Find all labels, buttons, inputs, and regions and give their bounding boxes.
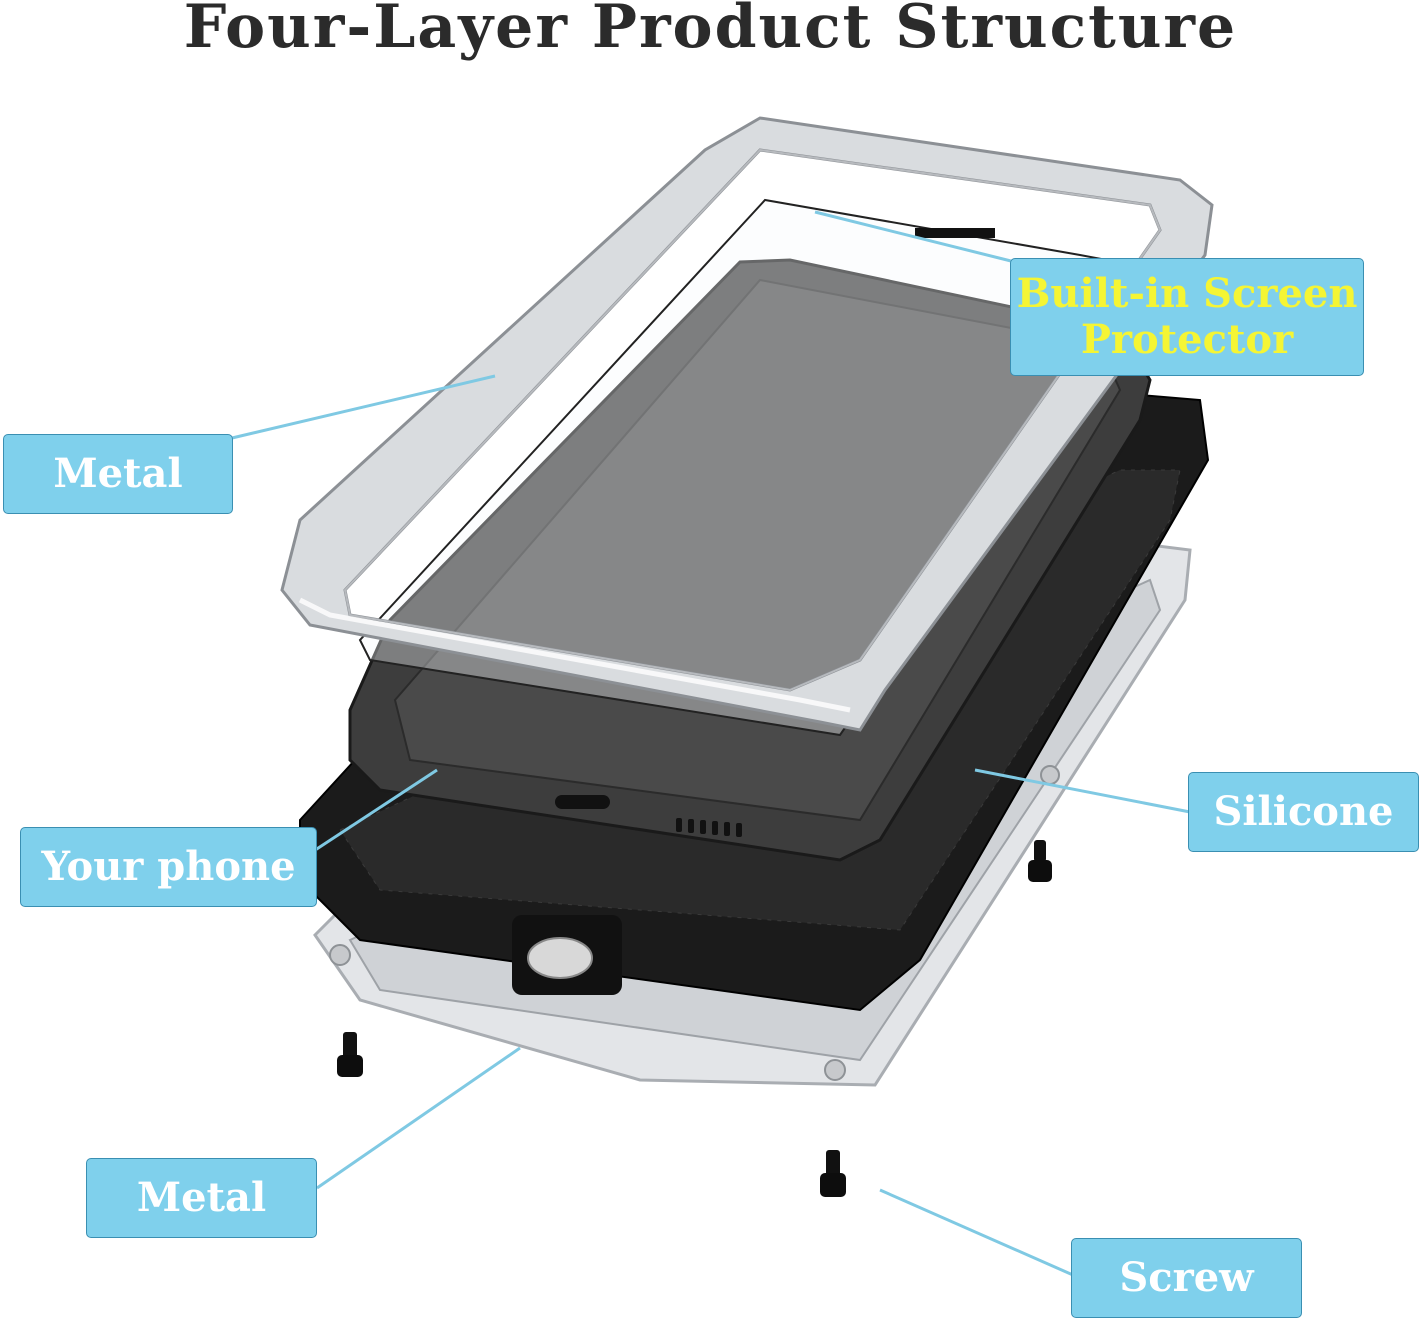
label-your-phone: Your phone (20, 827, 317, 907)
label-your-phone-text: Your phone (41, 843, 296, 890)
label-metal-bottom: Metal (86, 1158, 317, 1238)
label-screw-text: Screw (1119, 1254, 1254, 1301)
label-screen-protector-line1: Built-in Screen (1016, 270, 1358, 317)
leader-line-screen-protector (814, 210, 1016, 264)
leader-line-silicone (974, 768, 1191, 814)
label-screw: Screw (1071, 1238, 1302, 1318)
page-title: Four-Layer Product Structure (183, 0, 1238, 62)
screw-icon (337, 1032, 363, 1077)
leader-line-metal-top (231, 374, 496, 440)
label-silicone-text: Silicone (1213, 788, 1394, 835)
label-screen-protector-line2: Protector (1080, 316, 1294, 363)
label-metal-top-text: Metal (53, 450, 183, 497)
screw-icon (820, 1150, 846, 1197)
label-metal-top: Metal (3, 434, 233, 514)
phone-body (348, 258, 1152, 862)
screw-icon (1028, 840, 1052, 882)
leader-line-screw (879, 1188, 1074, 1277)
label-silicone: Silicone (1188, 772, 1419, 852)
leader-line-metal-bottom (316, 1046, 521, 1190)
label-screen-protector: Built-in Screen Protector (1010, 258, 1364, 376)
top-metal-frame (280, 116, 1214, 732)
leader-line-your-phone (299, 768, 438, 862)
label-metal-bottom-text: Metal (136, 1174, 267, 1221)
